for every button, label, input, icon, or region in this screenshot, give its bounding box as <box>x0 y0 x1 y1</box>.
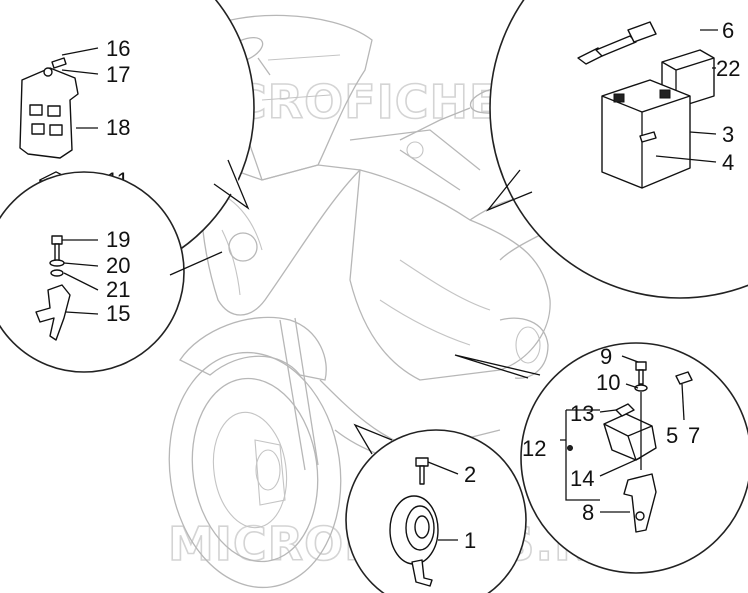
callout-10: 10 <box>596 370 620 395</box>
bolt-19 <box>51 235 63 245</box>
callout-7: 7 <box>688 423 700 448</box>
callout-18: 18 <box>106 115 130 140</box>
callout-21: 21 <box>106 277 130 302</box>
bracket-15 <box>35 284 71 341</box>
washer-20 <box>49 259 65 267</box>
callout-9: 9 <box>600 344 612 369</box>
washer-21 <box>50 269 64 277</box>
terminal-screw-4 <box>639 131 657 143</box>
callout-8: 8 <box>582 500 594 525</box>
battery-detail-circle: 6 22 3 4 <box>485 0 748 299</box>
screw-9 <box>635 361 647 371</box>
callout-2: 2 <box>464 462 476 487</box>
callout-14: 14 <box>570 466 594 491</box>
horn-bracket <box>411 559 433 587</box>
callout-19: 19 <box>106 227 130 252</box>
callout-13: 13 <box>570 401 594 426</box>
bracket-8 <box>623 473 657 533</box>
fuse-detail-circle: 9 10 13 12 14 8 5 7 <box>454 342 748 574</box>
bracket-detail-circle: 19 20 21 15 <box>0 171 223 373</box>
callout-22: 22 <box>716 56 740 81</box>
callout-5: 5 <box>666 423 678 448</box>
callout-3: 3 <box>722 122 734 147</box>
callout-6: 6 <box>722 18 734 43</box>
fuse-13 <box>615 403 635 417</box>
bolt-2 <box>415 457 429 467</box>
callout-12: 12 <box>522 436 546 461</box>
horn-detail-circle: 2 1 <box>345 423 527 593</box>
screw-16 <box>51 57 67 69</box>
washer-10 <box>634 384 648 392</box>
callout-15: 15 <box>106 301 130 326</box>
callout-4: 4 <box>722 150 734 175</box>
callout-17: 17 <box>106 62 130 87</box>
screw-5 <box>675 371 693 385</box>
callout-1: 1 <box>464 528 476 553</box>
callout-16: 16 <box>106 36 130 61</box>
callout-20: 20 <box>106 253 130 278</box>
